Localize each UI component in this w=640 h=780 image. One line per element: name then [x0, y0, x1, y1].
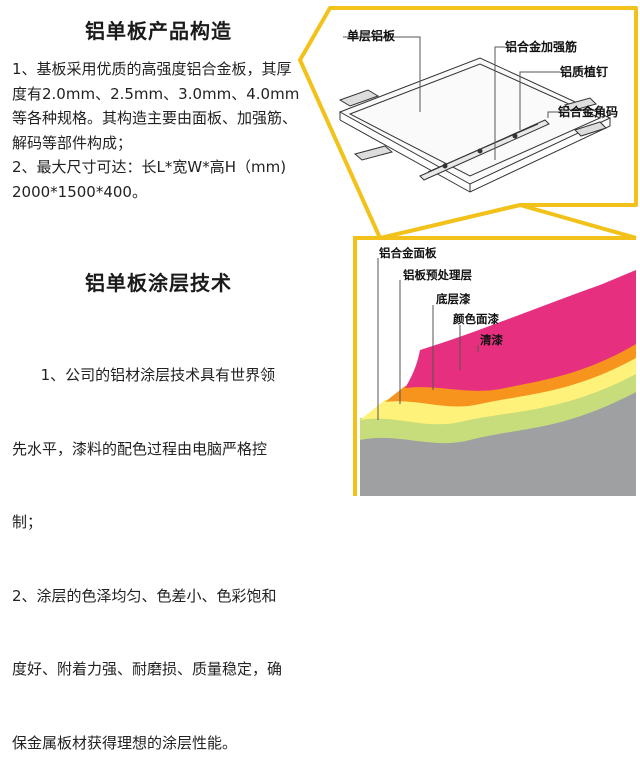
panel-drawing	[338, 57, 612, 193]
structure-title: 铝单板产品构造	[85, 19, 232, 43]
label-aluminum-stud: 铝质植钉	[560, 65, 609, 79]
coating-line: 1、公司的铝材涂层技术具有世界领	[12, 366, 276, 384]
structure-line: 度有2.0mm、2.5mm、3.0mm、4.0mm	[12, 84, 300, 103]
layer-green	[360, 372, 636, 444]
coating-layers	[360, 270, 636, 496]
layer-yellow	[360, 356, 636, 425]
structure-line: 1、基板采用优质的高强度铝合金板，其厚	[12, 60, 292, 78]
structure-line: 等各种规格。其构造主要由面板、加强筋、	[12, 109, 298, 127]
layer-pink	[405, 270, 636, 391]
label-single-layer-panel: 单层铝板	[347, 29, 396, 43]
label-color-topcoat: 颜色面漆	[453, 312, 499, 326]
structure-line: 解码等部件构成；	[12, 133, 133, 152]
layer-orange	[385, 342, 636, 407]
coating-line: 度好、附着力强、耐磨损、质量稳定，确	[12, 660, 283, 678]
label-clear-coat: 清漆	[480, 333, 503, 347]
coating-leaders	[377, 258, 479, 420]
coating-frame-outline	[353, 236, 636, 496]
label-pretreatment-layer: 铝板预处理层	[403, 268, 472, 282]
coating-frame-diagonal	[519, 203, 637, 240]
label-corner-bracket: 铝合金角码	[558, 105, 619, 119]
structure-line: 2000*1500*400。	[12, 182, 147, 201]
label-reinforcing-rib: 铝合金加强筋	[505, 40, 578, 54]
structure-line: 2、最大尺寸可达：长L*宽W*高H（mm)	[12, 158, 287, 176]
structure-leaders	[343, 36, 560, 160]
label-alloy-face-panel: 铝合金面板	[379, 246, 437, 260]
coating-line: 制；	[12, 513, 43, 531]
coating-title: 铝单板涂层技术	[85, 271, 232, 295]
coating-line: 先水平，漆料的配色过程由电脑严格控	[12, 439, 268, 458]
coating-line: 保金属板材获得理想的涂层性能。	[12, 733, 238, 752]
diagrams-canvas	[298, 6, 638, 496]
label-primer: 底层漆	[436, 292, 471, 306]
coating-line: 2、涂层的色泽均匀、色差小、色彩饱和	[12, 586, 277, 605]
structure-paragraph: 1、基板采用优质的高强度铝合金板，其厚 度有2.0mm、2.5mm、3.0mm、…	[12, 57, 299, 204]
layer-base	[360, 390, 636, 496]
